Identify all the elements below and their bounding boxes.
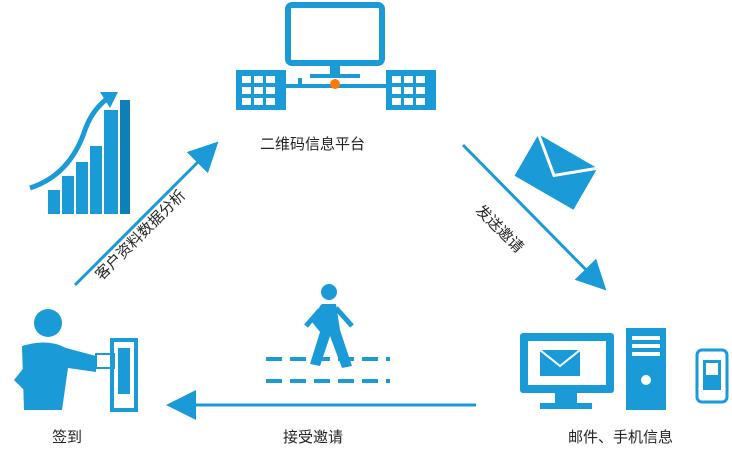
person-at-turnstile-icon (14, 309, 138, 412)
envelope-icon (514, 133, 598, 210)
platform-label: 二维码信息平台 (260, 135, 366, 153)
bar-chart-growth-icon (29, 92, 130, 214)
checkin-label: 签到 (52, 428, 83, 446)
walking-person-icon (266, 284, 390, 383)
arrow-send-invite (461, 143, 607, 291)
email-sms-label: 邮件、手机信息 (568, 428, 674, 446)
receive-invite-label: 接受邀请 (283, 428, 344, 446)
computer-and-phone-icon (520, 328, 729, 410)
network-computer-icon (236, 2, 436, 110)
arrow-to-platform (73, 141, 219, 287)
